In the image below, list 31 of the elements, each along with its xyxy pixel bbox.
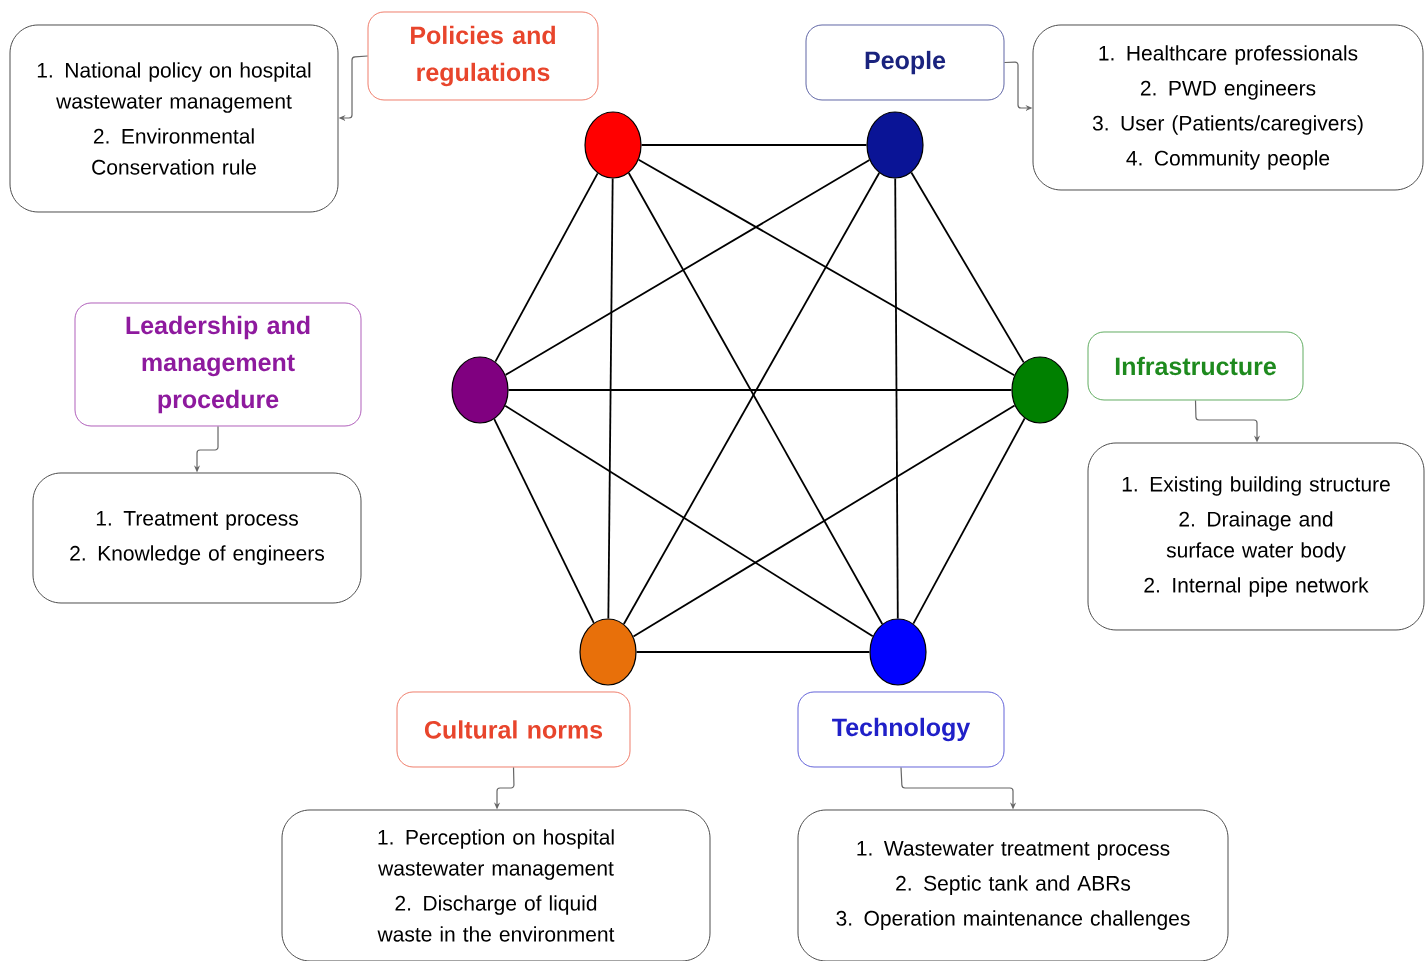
category-box: Cultural norms xyxy=(396,691,631,768)
category-box: Policies and regulations xyxy=(367,11,599,101)
circle xyxy=(451,356,509,424)
circle xyxy=(584,111,642,179)
line xyxy=(910,171,1025,364)
category-box: Technology xyxy=(797,691,1005,768)
line xyxy=(912,417,1026,625)
details-box: 1. Perception on hospital wastewater management 2. Discharge of liquid waste in the environment xyxy=(281,809,711,961)
line xyxy=(507,389,1013,391)
details-box: 1. National policy on hospital wastewater management 2. Environmental Conservation rule xyxy=(9,24,339,213)
details-box: 1. Healthcare professionals 2. PWD engineers 3. User (Patients/caregivers) 4. Community people xyxy=(1032,24,1424,191)
line xyxy=(504,404,874,638)
line xyxy=(637,158,1016,377)
category-box: People xyxy=(805,24,1005,101)
line xyxy=(635,651,871,653)
category-box: Infrastructure xyxy=(1087,331,1304,401)
line xyxy=(632,404,1016,638)
line xyxy=(494,172,599,363)
line xyxy=(640,144,868,146)
details-box: 1. Existing building structure 2. Drainage and surface water body 2. Internal pipe network xyxy=(1087,442,1425,631)
details-box: 1. Wastewater treatment process 2. Septic tank and ABRs 3. Operation maintenance challenges xyxy=(797,809,1229,961)
circle xyxy=(866,111,924,179)
line xyxy=(607,177,614,620)
category-box: Leadership and management procedure xyxy=(74,302,362,427)
circle xyxy=(869,618,927,686)
circle xyxy=(1011,356,1069,424)
line xyxy=(493,418,595,624)
circle xyxy=(579,618,637,686)
details-box: 1. Treatment process 2. Knowledge of engineers xyxy=(32,472,362,604)
line xyxy=(894,177,899,620)
line xyxy=(504,159,871,376)
